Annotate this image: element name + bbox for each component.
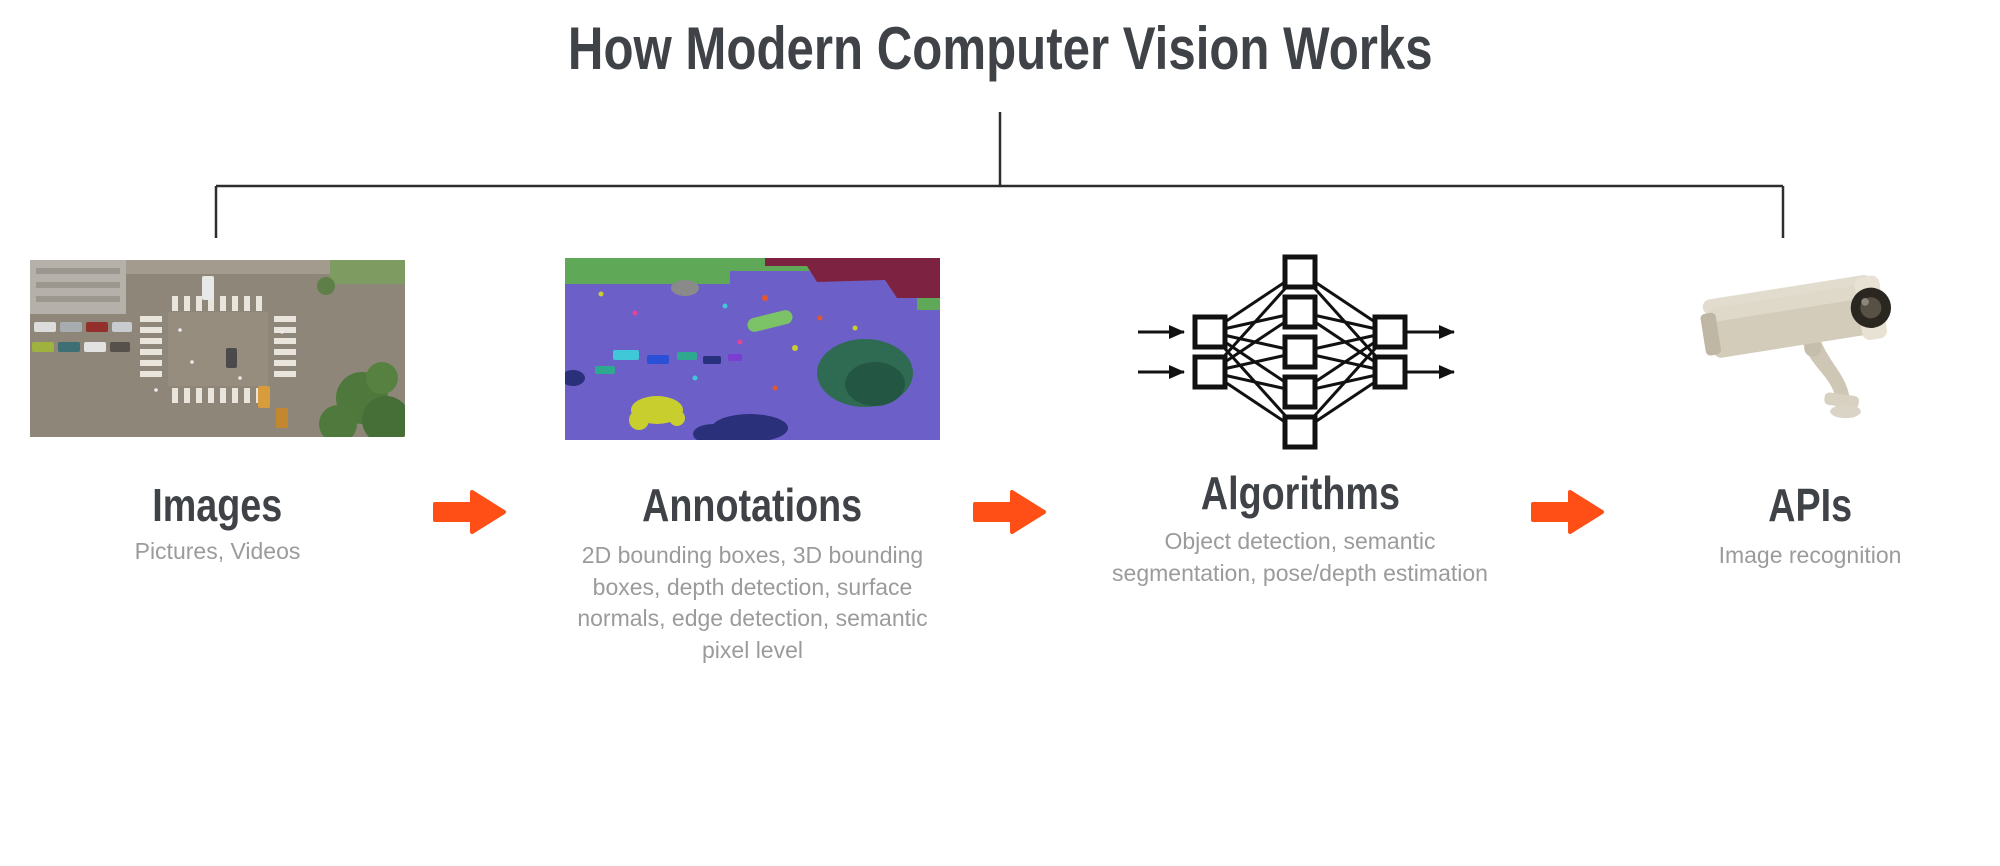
- nn-hidden-node: [1282, 254, 1318, 290]
- segmentation-dots: [598, 291, 858, 391]
- nn-nodes: [1192, 254, 1408, 450]
- step-heading-images: Images: [30, 478, 405, 532]
- nn-input-node: [1192, 354, 1228, 390]
- neural-network-diagram: [1080, 252, 1520, 452]
- nn-output-node: [1372, 354, 1408, 390]
- nn-hidden-node: [1282, 374, 1318, 410]
- step-heading-images-text: Images: [152, 479, 283, 531]
- camera-body: [1700, 274, 1892, 358]
- camera-arm: [1803, 339, 1861, 419]
- nn-output-node: [1372, 314, 1408, 350]
- step-subtext-algorithms: Object detection, semantic segmentation,…: [1112, 528, 1488, 586]
- step-heading-apis-text: APIs: [1768, 479, 1852, 531]
- nn-hidden-node: [1282, 414, 1318, 450]
- intersection: [168, 312, 268, 386]
- cars: [32, 276, 288, 428]
- arrow-right-icon: [1531, 490, 1604, 534]
- step-subtext-images: Pictures, Videos: [134, 538, 301, 564]
- nn-hidden-node: [1282, 294, 1318, 330]
- arrow-right-shape: [1531, 490, 1604, 534]
- connector-line-group: [214, 112, 1785, 238]
- segmented-cars: [595, 350, 742, 374]
- trees: [319, 362, 405, 437]
- segmentation-map-image: [565, 258, 940, 440]
- page-title: How Modern Computer Vision Works: [0, 14, 2000, 83]
- segmentation-regions: [565, 258, 940, 440]
- step-heading-apis: APIs: [1640, 478, 1980, 532]
- step-subtext-annotations: 2D bounding boxes, 3D bounding boxes, de…: [577, 542, 928, 664]
- step-heading-algorithms: Algorithms: [1090, 466, 1510, 520]
- arrow-right-icon: [973, 490, 1046, 534]
- step-heading-algorithms-text: Algorithms: [1200, 467, 1400, 519]
- nn-io-arrows: [1138, 325, 1455, 379]
- nn-hidden-node: [1282, 334, 1318, 370]
- page-title-text: How Modern Computer Vision Works: [567, 15, 1433, 82]
- step-heading-annotations-text: Annotations: [642, 479, 863, 531]
- pedestrians: [154, 328, 284, 392]
- arrow-right-icon: [433, 490, 506, 534]
- nn-input-node: [1192, 314, 1228, 350]
- arrow-right-shape: [973, 490, 1046, 534]
- step-subtext-apis: Image recognition: [1718, 542, 1902, 568]
- crosswalk-stripes: [140, 296, 296, 403]
- arrow-right-shape: [433, 490, 506, 534]
- aerial-street-photo: [30, 260, 405, 437]
- step-heading-annotations: Annotations: [550, 478, 955, 532]
- security-camera-photo: [1690, 248, 1930, 453]
